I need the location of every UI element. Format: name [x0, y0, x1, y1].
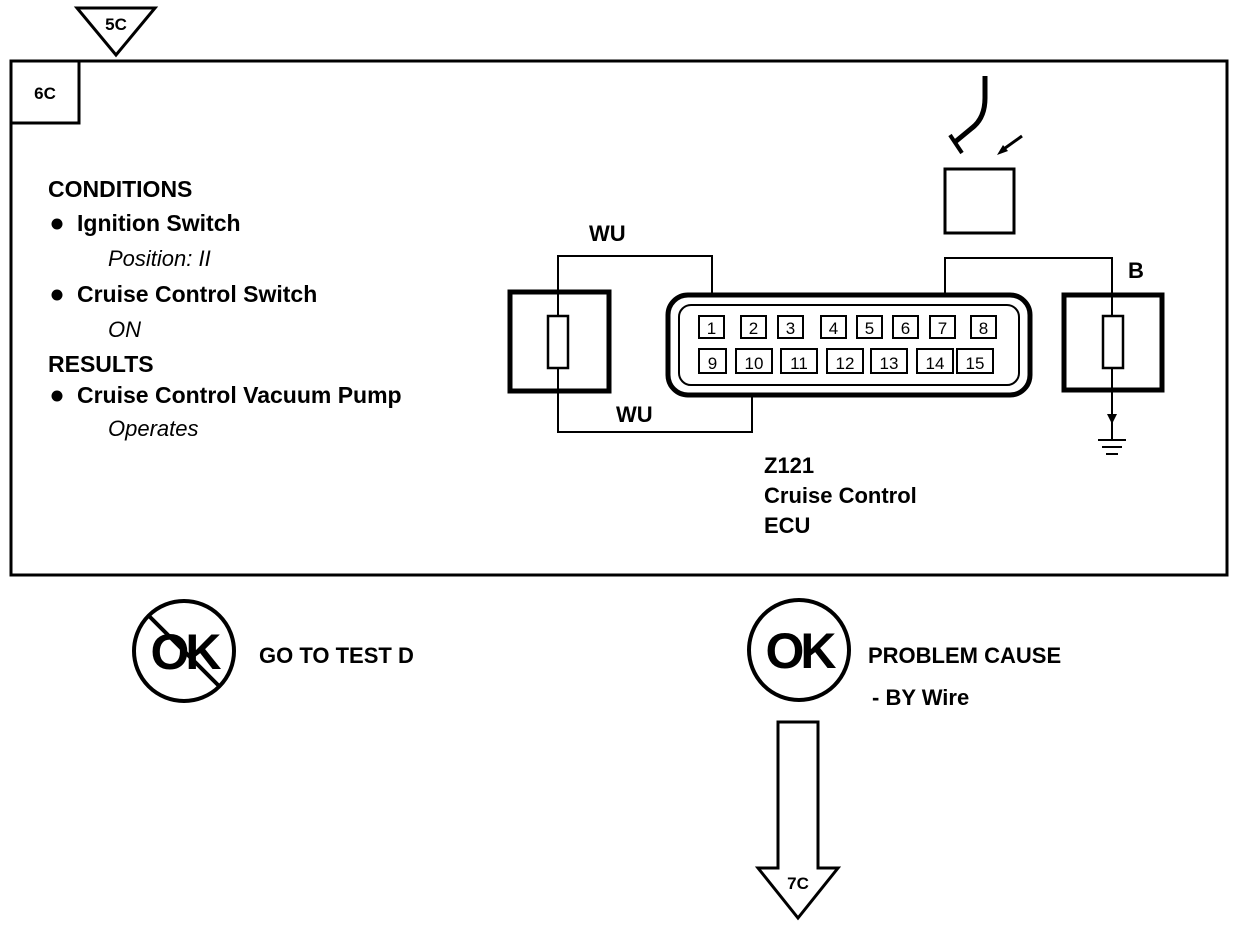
ok-cause-detail: - BY Wire — [872, 685, 969, 710]
connector-pin-label: 11 — [790, 354, 808, 373]
not-ok-symbol[interactable]: OK — [132, 599, 236, 703]
connector-pin-label: 8 — [979, 319, 988, 338]
connector-pin-label: 6 — [901, 319, 910, 338]
not-ok-instruction: GO TO TEST D — [259, 643, 414, 668]
connector-pin-label: 15 — [966, 354, 985, 373]
connector-pin-label: 12 — [836, 354, 855, 373]
ecu-name-line1: Cruise Control — [764, 483, 917, 508]
connector-pin-6: 6 — [892, 315, 919, 339]
condition-item-detail: Position: II — [108, 246, 211, 271]
left-test-connector — [507, 289, 612, 394]
wire-label-bottom: WU — [616, 402, 653, 427]
previous-step-label: 5C — [105, 15, 127, 34]
connector-pin-4: 4 — [820, 315, 847, 339]
ground-icon — [1098, 436, 1126, 455]
connector-pin-label: 5 — [865, 319, 874, 338]
pin-row-2: 9 10 11 12 13 14 15 — [698, 348, 994, 374]
wire-label-top: WU — [589, 221, 626, 246]
connector-pin-14: 14 — [916, 348, 954, 374]
condition-item-detail: ON — [108, 317, 141, 342]
connector-pin-7: 7 — [929, 315, 956, 339]
connector-pin-12: 12 — [826, 348, 864, 374]
connector-pin-10: 10 — [735, 348, 773, 374]
connector-pin-8: 8 — [970, 315, 997, 339]
connector-pin-1: 1 — [698, 315, 725, 339]
connector-pin-label: 7 — [938, 319, 947, 338]
results-heading: RESULTS — [48, 351, 154, 377]
current-step-label: 6C — [34, 84, 56, 103]
connector-pin-2: 2 — [740, 315, 767, 339]
connector-pin-label: 13 — [880, 354, 899, 373]
bullet-icon — [51, 390, 63, 402]
result-item-label: Cruise Control Vacuum Pump — [77, 382, 402, 408]
probe-icon — [948, 76, 1023, 155]
next-step-arrow[interactable]: 7C — [754, 720, 842, 921]
wire-label-right: B — [1128, 258, 1144, 283]
condition-item-label: Cruise Control Switch — [77, 281, 318, 307]
connector-pin-label: 1 — [707, 319, 716, 338]
connector-pin-label: 9 — [708, 354, 717, 373]
ok-symbol[interactable]: OK — [747, 598, 851, 702]
conditions-heading: CONDITIONS — [48, 176, 193, 202]
connector-pin-label: 2 — [749, 319, 758, 338]
ecu-name-line2: ECU — [764, 513, 810, 538]
not-ok-symbol-text: OK — [151, 624, 222, 680]
meter-box — [943, 167, 1016, 235]
ok-symbol-text: OK — [766, 623, 837, 679]
connector-pin-label: 10 — [745, 354, 764, 373]
connector-pin-label: 3 — [786, 319, 795, 338]
current-step-marker: 6C — [9, 59, 81, 125]
connector-pin-15: 15 — [956, 348, 994, 374]
bullet-icon — [51, 289, 63, 301]
next-step-label: 7C — [787, 874, 809, 893]
connector-pin-3: 3 — [777, 315, 804, 339]
connector-pin-label: 14 — [926, 354, 945, 373]
connector-pin-5: 5 — [856, 315, 883, 339]
connector-pin-11: 11 — [780, 348, 818, 374]
ecu-code: Z121 — [764, 453, 814, 478]
connector-pin-label: 4 — [829, 319, 838, 338]
previous-step-marker[interactable]: 5C — [73, 6, 159, 58]
connector-pin-13: 13 — [870, 348, 908, 374]
ok-problem-cause: PROBLEM CAUSE — [868, 643, 1061, 668]
connector-pin-9: 9 — [698, 348, 727, 374]
test-panel-border — [9, 59, 1229, 577]
pin-row-1: 1 2 3 4 5 6 7 8 — [698, 315, 997, 339]
bullet-icon — [51, 218, 63, 230]
condition-item-label: Ignition Switch — [77, 210, 241, 236]
result-item-detail: Operates — [108, 416, 199, 441]
